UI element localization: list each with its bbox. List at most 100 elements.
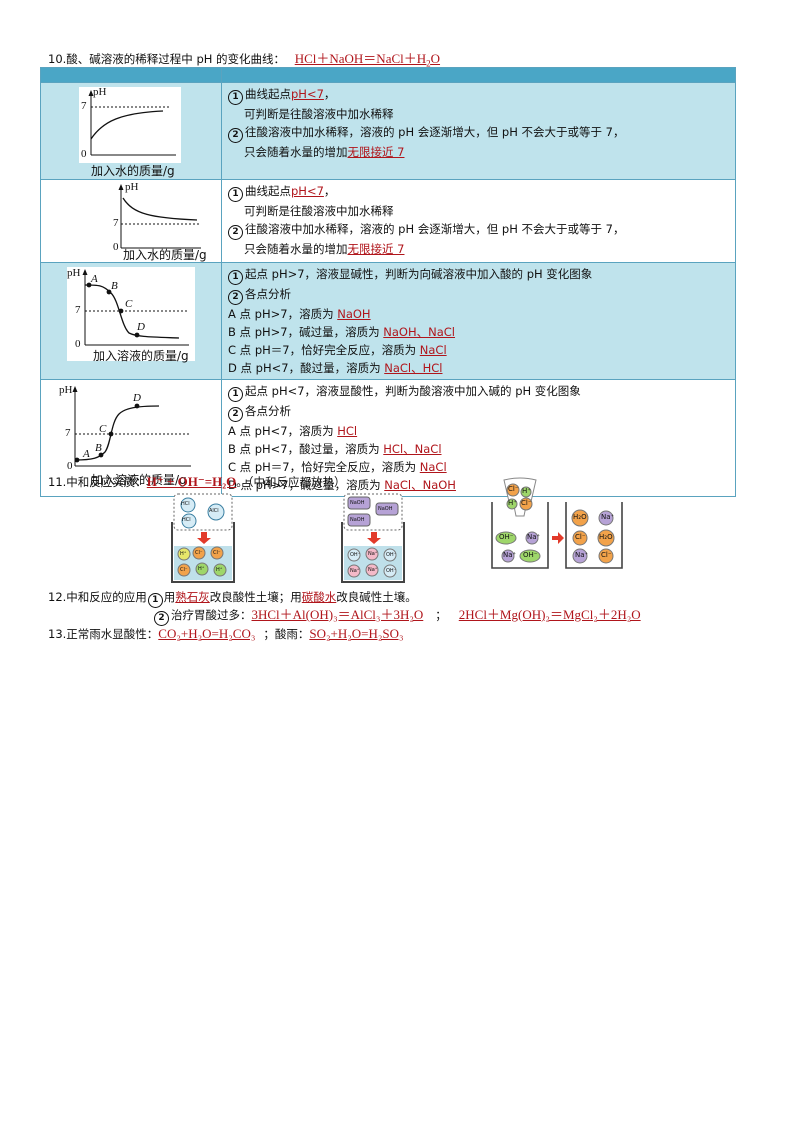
ion: H⁺ xyxy=(180,551,187,557)
ion: Cl⁻ xyxy=(575,533,586,541)
text: A 点 pH>7，溶质为 xyxy=(228,307,338,321)
text: 用 xyxy=(163,590,176,604)
q11-line: 11.中和反应实质：H⁺ + OH⁻=H₂O。（中和反应都放热） xyxy=(48,474,346,490)
q13-line: 13.正常雨水显酸性：CO₂+H₂O=H₂CO₃；酸雨：SO₂+H₂O=H₂SO… xyxy=(48,626,404,642)
ph-graph-4: pH 7 0 A B C D 加入溶液的质量/g xyxy=(41,380,221,488)
hcl-molecule: AlCl xyxy=(209,508,219,514)
text: B 点 pH>7，碱过量，溶质为 xyxy=(228,325,384,339)
x-axis-label: 加入水的质量/g xyxy=(123,248,207,262)
circle-number: 1 xyxy=(228,387,243,402)
ion: H⁺ xyxy=(522,487,531,495)
ion: Na⁺ xyxy=(350,568,360,574)
ion: H⁺ xyxy=(198,566,205,572)
highlight: 无限接近 7 xyxy=(347,242,405,256)
ion: Cl⁻ xyxy=(508,485,519,493)
y-axis-label: pH xyxy=(93,86,107,98)
ion: H⁺ xyxy=(216,567,223,573)
y-axis-label: pH xyxy=(125,181,139,193)
y-axis-label: pH xyxy=(59,384,73,396)
ion: Na⁺ xyxy=(368,567,378,573)
origin-label: 0 xyxy=(113,241,119,253)
text: 治疗胃酸过多： xyxy=(171,608,252,622)
hcl-molecule: HCl xyxy=(182,517,191,523)
ion: Na⁺ xyxy=(527,533,541,541)
text: 往酸溶液中加水稀释，溶液的 pH 会逐渐增大，但 pH 不会大于或等于 7， xyxy=(245,222,625,236)
circle-number: 1 xyxy=(147,593,163,608)
q11-essence: H⁺ + OH⁻=H₂O xyxy=(146,474,237,489)
point-c-label: C xyxy=(99,423,107,435)
text: ； xyxy=(435,608,447,622)
ion: Na⁺ xyxy=(368,551,378,557)
neutralization-diagram: Cl⁻ H⁺ H⁺ Cl⁻ OH⁻ Na⁺ Na⁺ OH⁻ H₂O Na⁺ Cl… xyxy=(486,476,626,572)
molecule: H₂O xyxy=(573,513,587,521)
circle-number: 1 xyxy=(228,187,243,202)
ion: OH⁻ xyxy=(499,533,514,541)
text: 曲线起点 xyxy=(245,184,291,198)
x-axis-label: 加入溶液的质量/g xyxy=(93,349,189,363)
ion: OH⁻ xyxy=(523,551,538,559)
highlight: pH<7 xyxy=(291,184,324,198)
point-a-label: A xyxy=(83,448,90,460)
text: 只会随着水量的增加 xyxy=(244,242,348,256)
hcl-beaker-diagram: HCl HCl AlCl H⁺ Cl⁻ Cl⁻ Cl⁻ H⁺ H⁺ xyxy=(168,492,240,588)
ion: Cl⁻ xyxy=(601,551,612,559)
naoh-molecule: NaOH xyxy=(350,517,365,523)
circle-number: 2 xyxy=(228,290,243,305)
ion: H⁺ xyxy=(508,499,517,507)
ion: OH⁻ xyxy=(350,552,361,558)
highlight: 碳酸水 xyxy=(301,590,337,604)
ion: OH⁻ xyxy=(386,568,397,574)
text: 只会随着水量的增加 xyxy=(244,145,348,159)
equation-al-oh: 3HCl＋Al(OH)₃＝AlCl₃＋3H₂O xyxy=(251,607,424,622)
circle-number: 1 xyxy=(228,90,243,105)
text: D 点 pH<7，酸过量，溶质为 xyxy=(228,361,385,375)
text: 可判断是往酸溶液中加水稀释 xyxy=(244,204,394,218)
naoh-beaker-diagram: NaOH NaOH NaOH OH⁻ Na⁺ OH⁻ Na⁺ Na⁺ OH⁻ xyxy=(338,492,410,588)
highlight: 熟石灰 xyxy=(175,590,210,604)
circle-number: 2 xyxy=(228,407,243,422)
highlight: NaOH、NaCl xyxy=(383,325,455,339)
highlight: HCl xyxy=(337,424,358,438)
ion: Na⁺ xyxy=(503,551,517,559)
x-axis-label: 加入溶液的质量/g xyxy=(91,473,187,487)
highlight: NaCl、NaOH xyxy=(384,478,456,492)
highlight: pH<7 xyxy=(291,87,324,101)
origin-label: 0 xyxy=(75,338,81,350)
highlight: NaCl xyxy=(419,460,447,474)
point-b-label: B xyxy=(95,442,102,454)
ion: OH⁻ xyxy=(386,552,397,558)
ion: Na⁺ xyxy=(601,513,615,521)
ion: Cl⁻ xyxy=(213,550,221,556)
ref-7-label: 7 xyxy=(65,427,71,439)
ph-graph-2: pH 7 0 加入水的质量/g xyxy=(41,180,221,262)
highlight: NaCl、HCl xyxy=(384,361,443,375)
q11-prefix: 11.中和反应实质： xyxy=(48,475,147,489)
text: 改良碱性土壤。 xyxy=(336,590,417,604)
origin-label: 0 xyxy=(67,460,73,472)
highlight: NaOH xyxy=(337,307,371,321)
molecule: H₂O xyxy=(599,533,613,541)
y-axis-label: pH xyxy=(67,267,81,279)
text: C 点 pH＝7，恰好完全反应，溶质为 xyxy=(228,343,420,357)
text: A 点 pH<7，溶质为 xyxy=(228,424,338,438)
text: 往酸溶液中加水稀释，溶液的 pH 会逐渐增大，但 pH 不会大于或等于 7， xyxy=(245,125,625,139)
point-c-label: C xyxy=(125,298,133,310)
q13-prefix: 13.正常雨水显酸性： xyxy=(48,627,159,641)
point-d-label: D xyxy=(137,321,145,333)
text: 曲线起点 xyxy=(245,87,291,101)
ph-graph-3: pH 7 0 A B C D 加入溶液的质量/g xyxy=(41,263,221,371)
ref-7-label: 7 xyxy=(113,217,119,229)
ph-graph-1: pH 7 0 加入水的质量/g xyxy=(41,83,221,179)
q10-title: 10.酸、碱溶液的稀释过程中 pH 的变化曲线： xyxy=(48,52,286,66)
equation-co2: CO₂+H₂O=H₂CO₃ xyxy=(158,626,256,641)
text: B 点 pH<7，酸过量，溶质为 xyxy=(228,442,384,456)
